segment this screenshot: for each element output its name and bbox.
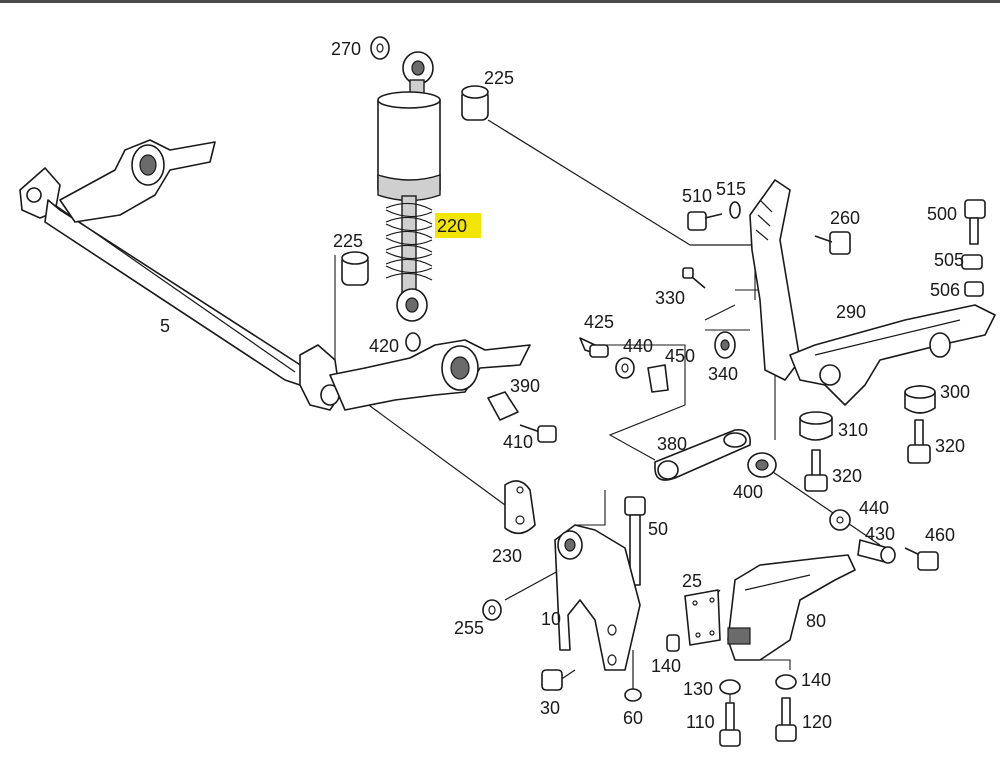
label-340: 340 (708, 364, 738, 384)
label-410: 410 (503, 432, 533, 452)
label-320-middle: 320 (832, 466, 862, 486)
label-300: 300 (940, 382, 970, 402)
label-420: 420 (369, 336, 399, 356)
label-120: 120 (802, 712, 832, 732)
label-80: 80 (806, 611, 826, 631)
label-380: 380 (657, 434, 687, 454)
link-part-380 (654, 428, 752, 481)
label-140-left: 140 (651, 656, 681, 676)
label-450: 450 (665, 346, 695, 366)
label-225-lower: 225 (333, 231, 363, 251)
label-506: 506 (930, 280, 960, 300)
label-440-right: 440 (859, 498, 889, 518)
label-430: 430 (865, 524, 895, 544)
label-10: 10 (541, 609, 561, 629)
support-bracket-part-80 (684, 554, 856, 661)
label-440-left: 440 (623, 336, 653, 356)
spring-strut-part-220 (377, 51, 441, 322)
label-255: 255 (454, 618, 484, 638)
label-130: 130 (683, 679, 713, 699)
label-30: 30 (540, 698, 560, 718)
label-5: 5 (160, 316, 170, 336)
label-60: 60 (623, 708, 643, 728)
label-510: 510 (682, 186, 712, 206)
label-500: 500 (927, 204, 957, 224)
crossmember-part-290 (749, 179, 996, 406)
label-460: 460 (925, 525, 955, 545)
label-400: 400 (733, 482, 763, 502)
label-390: 390 (510, 376, 540, 396)
label-310: 310 (838, 420, 868, 440)
label-330: 330 (655, 288, 685, 308)
frame-top-border (0, 0, 1000, 3)
label-50: 50 (648, 519, 668, 539)
part-labels: 5 10 25 30 50 60 80 110 120 130 140 140 … (160, 39, 970, 732)
label-270: 270 (331, 39, 361, 59)
label-230: 230 (492, 546, 522, 566)
highlight-box-220 (435, 213, 481, 238)
label-260: 260 (830, 208, 860, 228)
bracket-part-10 (554, 524, 641, 671)
label-220-highlighted: 220 (437, 216, 467, 236)
label-290: 290 (836, 302, 866, 322)
label-515: 515 (716, 179, 746, 199)
label-225-upper: 225 (484, 68, 514, 88)
stabilizer-bar-part-5 (19, 139, 531, 411)
label-110: 110 (686, 712, 715, 732)
label-140-right: 140 (801, 670, 831, 690)
label-505: 505 (934, 250, 964, 270)
small-parts (341, 36, 986, 747)
label-25: 25 (682, 571, 702, 591)
label-320-right: 320 (935, 436, 965, 456)
label-425: 425 (584, 312, 614, 332)
